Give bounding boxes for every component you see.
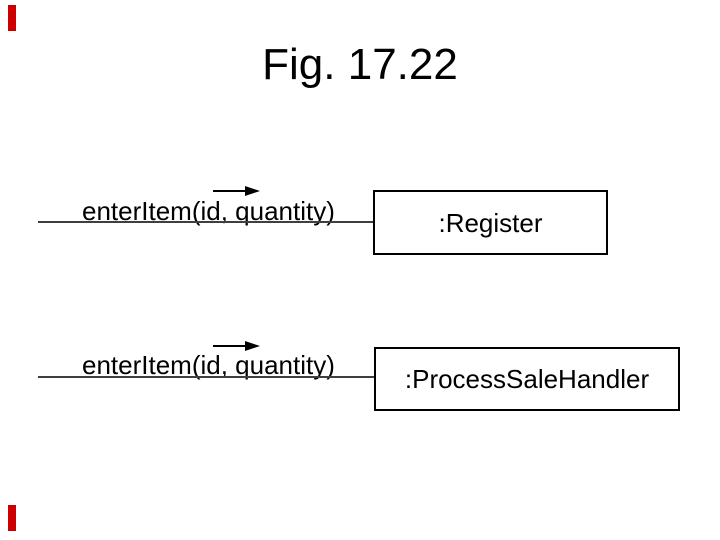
object-box-register: :Register bbox=[373, 190, 608, 255]
message-direction-arrow-icon bbox=[245, 341, 260, 351]
object-name-label: :ProcessSaleHandler bbox=[404, 364, 650, 394]
red-accent-mark-top bbox=[8, 5, 16, 31]
figure-title: Fig. 17.22 bbox=[262, 40, 458, 89]
object-box-processsalehandler: :ProcessSaleHandler bbox=[374, 347, 680, 411]
message-label: enterItem(id, quantity) bbox=[82, 196, 335, 226]
message-label: enterItem(id, quantity) bbox=[82, 350, 335, 380]
red-accent-mark-bottom bbox=[8, 505, 16, 531]
object-name-label: :Register bbox=[438, 207, 543, 238]
message-direction-arrow-line bbox=[213, 190, 246, 192]
message-direction-arrow-icon bbox=[245, 186, 260, 196]
message-connector-line bbox=[38, 376, 374, 378]
message-direction-arrow-line bbox=[213, 345, 246, 347]
message-connector-line bbox=[38, 221, 373, 223]
